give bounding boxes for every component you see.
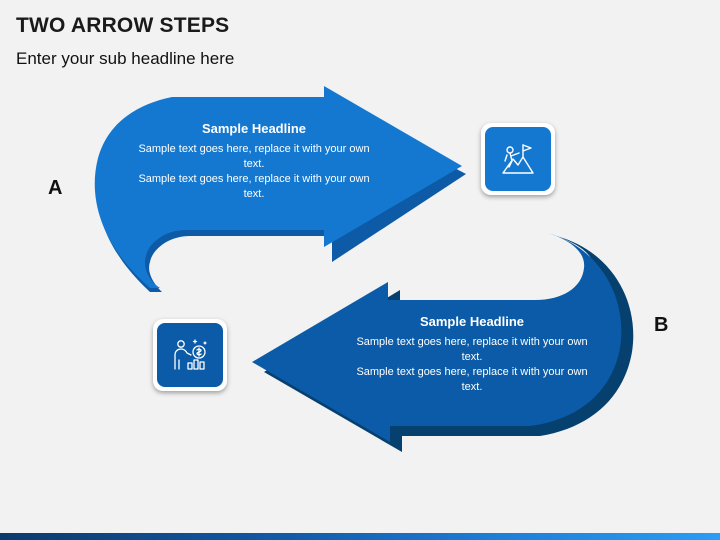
arrow-b [252,233,622,442]
step-b-letter: B [654,314,669,336]
step-a-text-1: Sample text goes here, replace it with y… [138,143,370,170]
step-b-text-2: Sample text goes here, replace it with y… [356,366,588,393]
step-a-headline: Sample Headline [201,121,307,136]
mountain-flag-climber-icon [502,144,534,174]
person-money-growth-icon [174,339,207,370]
step-a-letter: A [48,177,63,199]
step-a-icon-box [481,123,555,195]
step-a-text-2: Sample text goes here, replace it with y… [138,173,370,200]
step-b-text: Sample Headline Sample text goes here, r… [356,314,588,395]
step-a-text: Sample Headline Sample text goes here, r… [138,121,370,202]
footer-bar [0,533,720,540]
step-b-text-1: Sample text goes here, replace it with y… [356,336,588,363]
arrow-a [94,86,462,288]
step-b-headline: Sample Headline [419,314,525,329]
page-title: TWO ARROW STEPS [16,14,230,37]
page-subtitle: Enter your sub headline here [16,49,235,68]
step-b-icon-box [153,319,227,391]
